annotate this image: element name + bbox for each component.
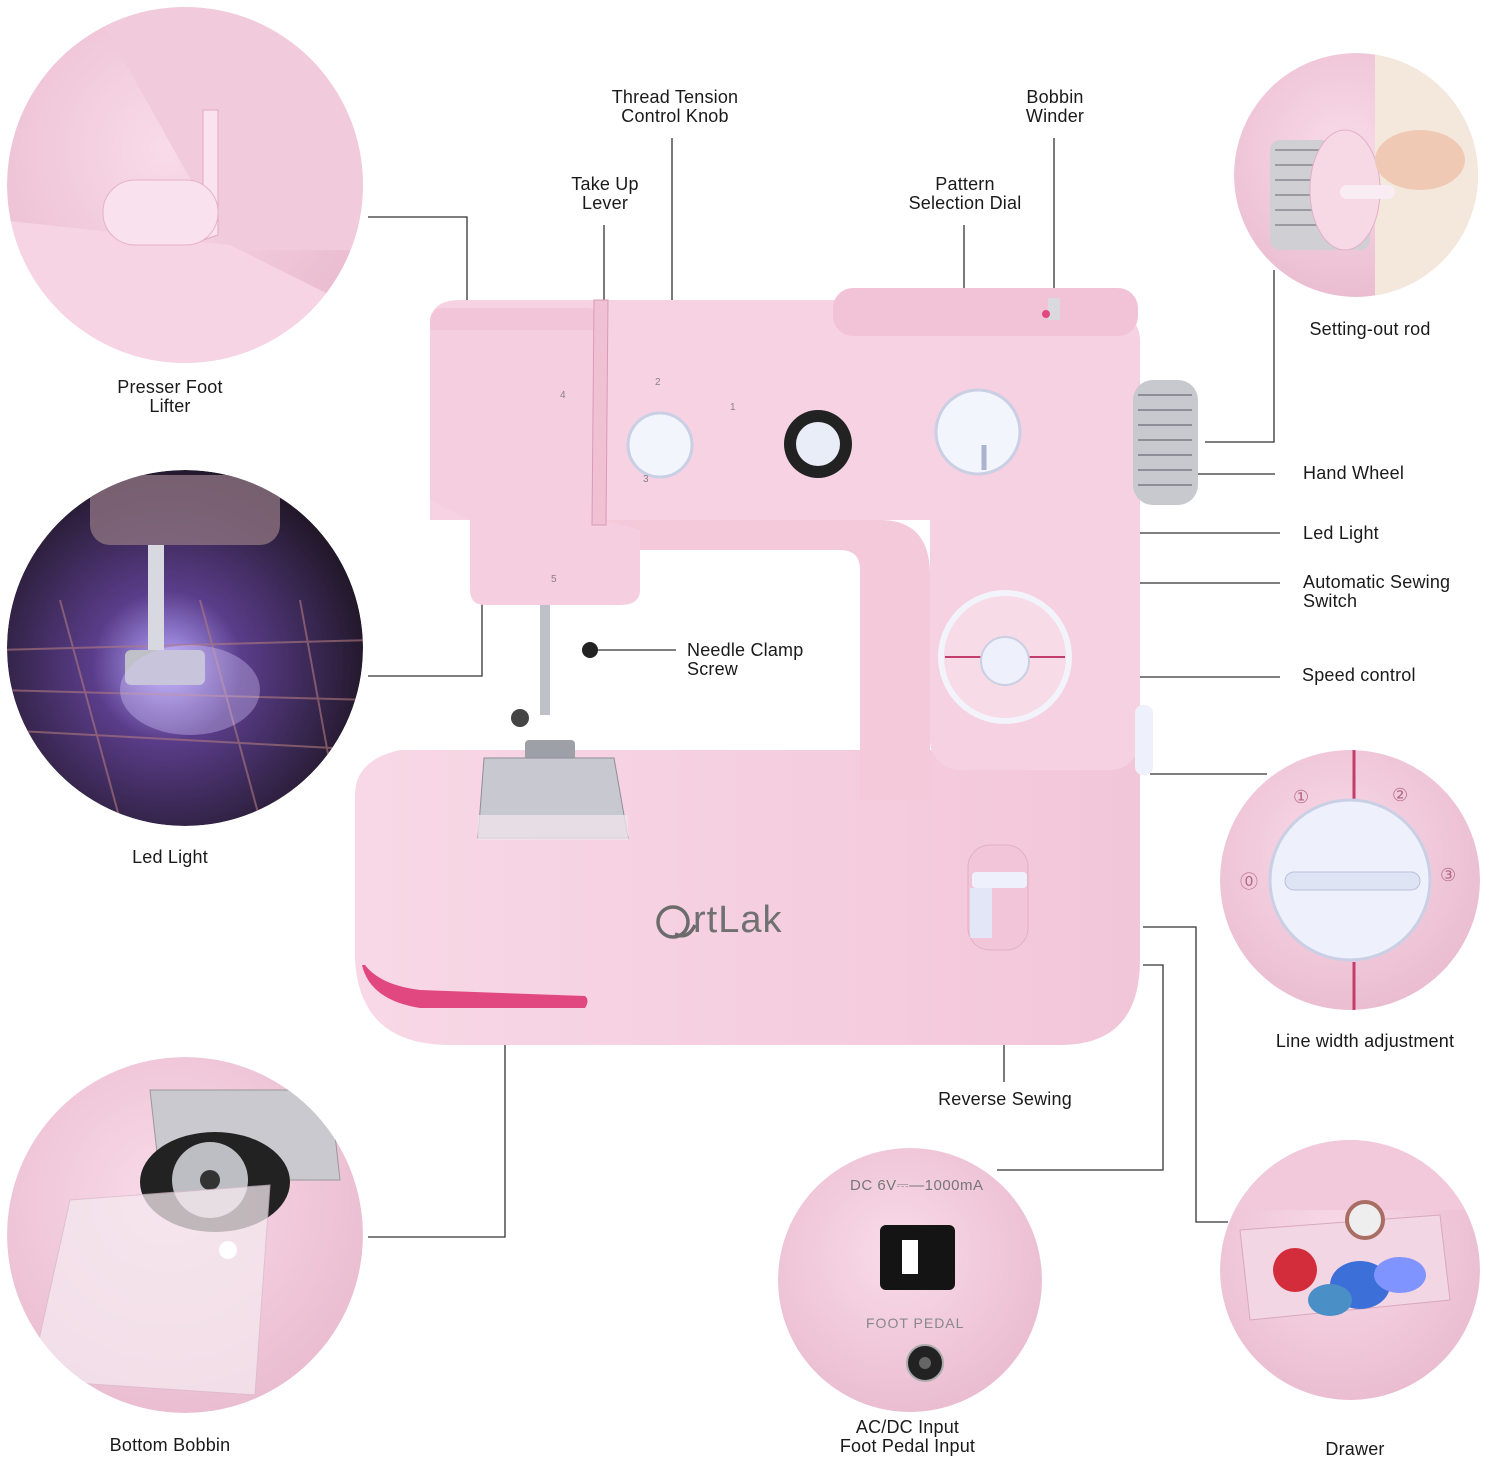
detail-drawer (1220, 1140, 1480, 1400)
label-bobbin-winder: Bobbin Winder (1005, 88, 1105, 126)
label-led-light-right: Led Light (1303, 523, 1379, 543)
label-bobbin-line2: Winder (1025, 106, 1085, 126)
label-needle-clamp-line2: Screw (687, 659, 739, 679)
label-auto-sewing-line1: Automatic Sewing (1303, 572, 1451, 592)
label-line-width: Line width adjustment (1275, 1031, 1455, 1051)
label-acdc-input: AC/DC Input Foot Pedal Input (825, 1418, 990, 1456)
foot-pedal-text: FOOT PEDAL (866, 1315, 965, 1331)
label-take-up-lever: Take Up Lever (555, 175, 655, 213)
label-thread-tension-line2: Control Knob (621, 106, 729, 126)
dial-number-1: ① (1293, 787, 1310, 807)
svg-text:2: 2 (655, 377, 661, 388)
leader-drawer (1143, 926, 1228, 1223)
label-thread-tension-line1: Thread Tension (611, 87, 739, 107)
label-pattern-line2: Selection Dial (908, 193, 1022, 213)
label-thread-tension: Thread Tension Control Knob (595, 88, 755, 126)
detail-setting-out-rod (1234, 53, 1478, 297)
label-hand-wheel: Hand Wheel (1303, 463, 1405, 483)
label-drawer: Drawer (1325, 1439, 1385, 1459)
label-auto-sewing-line2: Switch (1303, 591, 1358, 611)
label-speed-control: Speed control (1302, 665, 1416, 685)
leader-setting-out-rod (1205, 270, 1275, 443)
label-bottom-bobbin: Bottom Bobbin (109, 1435, 231, 1455)
leader-acdc (997, 964, 1164, 1171)
label-take-up-line2: Lever (581, 193, 629, 213)
label-led-light-left: Led Light (132, 847, 208, 867)
leader-presser-foot (368, 216, 468, 305)
label-acdc-line1: AC/DC Input (855, 1417, 960, 1437)
dc-rating-text: DC 6V⎓—1000mA (850, 1177, 984, 1194)
label-auto-sewing-switch: Automatic Sewing Switch (1303, 573, 1450, 611)
label-needle-clamp: Needle Clamp Screw (687, 641, 803, 679)
detail-line-width (1220, 750, 1480, 1010)
brand-logo-text: rtLak (693, 899, 783, 941)
label-acdc-line2: Foot Pedal Input (839, 1436, 976, 1456)
label-presser-foot-lifter: Presser Foot Lifter (105, 378, 235, 416)
detail-acdc-input (778, 1148, 1042, 1412)
detail-led-light (7, 470, 363, 826)
label-reverse-sewing: Reverse Sewing (938, 1089, 1072, 1109)
label-pattern-line1: Pattern (935, 174, 995, 194)
svg-text:3: 3 (643, 474, 649, 485)
label-take-up-line1: Take Up (571, 174, 639, 194)
label-bobbin-line1: Bobbin (1026, 87, 1084, 107)
leader-led-light-left (368, 600, 483, 677)
detail-bottom-bobbin (7, 1057, 363, 1413)
svg-text:4: 4 (560, 390, 566, 401)
detail-presser-foot-lifter (7, 7, 363, 363)
label-presser-foot-line2: Lifter (149, 396, 191, 416)
sewing-machine: 2 4 1 3 5 (355, 288, 1198, 1045)
dial-number-3: ③ (1440, 865, 1457, 885)
svg-text:5: 5 (551, 574, 557, 585)
svg-text:1: 1 (730, 402, 736, 413)
dial-number-2: ② (1392, 785, 1409, 805)
label-pattern-dial: Pattern Selection Dial (890, 175, 1040, 213)
label-presser-foot-line1: Presser Foot (117, 377, 223, 397)
dial-number-0: ⓪ (1240, 872, 1259, 892)
label-needle-clamp-line1: Needle Clamp (687, 640, 804, 660)
label-setting-out-rod: Setting-out rod (1309, 319, 1431, 339)
